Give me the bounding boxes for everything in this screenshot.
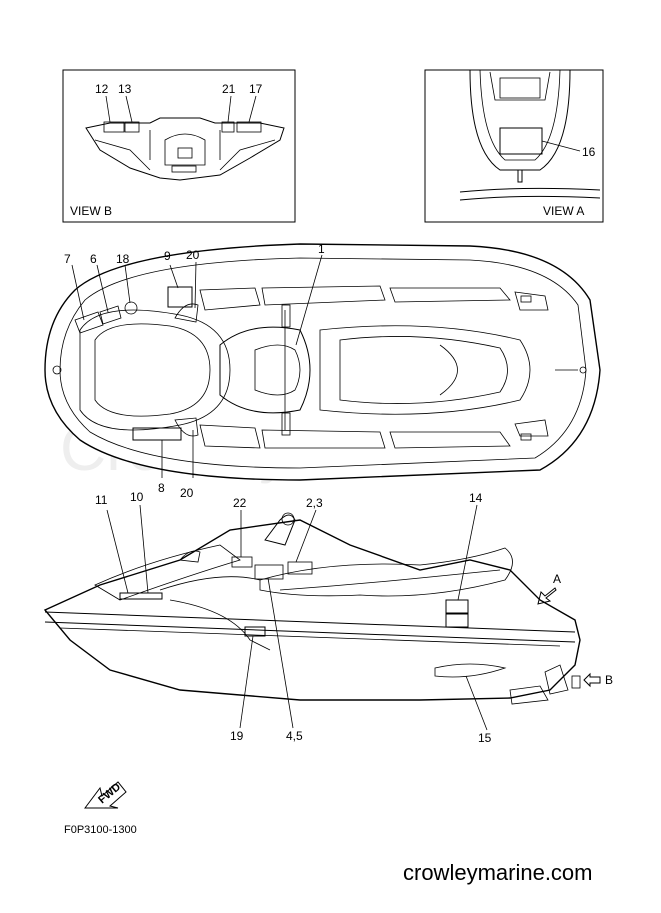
callout-21: 21 <box>222 82 236 96</box>
callout-18: 18 <box>116 252 130 266</box>
callout-9: 9 <box>164 249 171 263</box>
figure-code: F0P3100-1300 <box>64 824 137 836</box>
view-b-arrow-icon <box>583 672 601 688</box>
side-view: 11 10 22 2,3 14 19 4,5 15 A B <box>43 490 613 745</box>
callout-16: 16 <box>582 145 596 159</box>
arrow-label-a: A <box>553 572 561 586</box>
view-b-panel: 12 13 21 17 VIEW B <box>62 69 296 223</box>
callout-4-5: 4,5 <box>286 729 303 743</box>
callout-2-3: 2,3 <box>306 496 323 510</box>
fwd-label: FWD <box>96 781 123 806</box>
callout-19: 19 <box>230 729 244 743</box>
callout-20-top: 20 <box>186 248 200 262</box>
view-b-label: VIEW B <box>70 204 112 218</box>
callout-7: 7 <box>64 252 71 266</box>
callout-10: 10 <box>130 490 144 504</box>
fwd-arrow-icon: FWD <box>84 781 127 809</box>
view-a-arrow-icon <box>537 587 557 605</box>
callout-14: 14 <box>469 491 483 505</box>
view-a-frame <box>424 69 604 223</box>
callout-22: 22 <box>233 496 247 510</box>
callout-20-bottom: 20 <box>180 486 194 500</box>
site-footer: crowleymarine.com <box>403 860 593 885</box>
callout-12: 12 <box>95 82 109 96</box>
callout-13: 13 <box>118 82 132 96</box>
callout-17: 17 <box>249 82 263 96</box>
view-a-panel: 16 VIEW A <box>424 69 604 223</box>
view-b-frame <box>62 69 296 223</box>
callout-6: 6 <box>90 252 97 266</box>
view-a-label: VIEW A <box>543 204 584 218</box>
callout-8: 8 <box>158 481 165 495</box>
top-view: 1 7 6 18 9 20 8 20 <box>44 242 601 500</box>
arrow-label-b: B <box>605 673 613 687</box>
callout-11: 11 <box>95 493 108 507</box>
callout-1: 1 <box>318 242 325 256</box>
callout-15: 15 <box>478 731 492 745</box>
